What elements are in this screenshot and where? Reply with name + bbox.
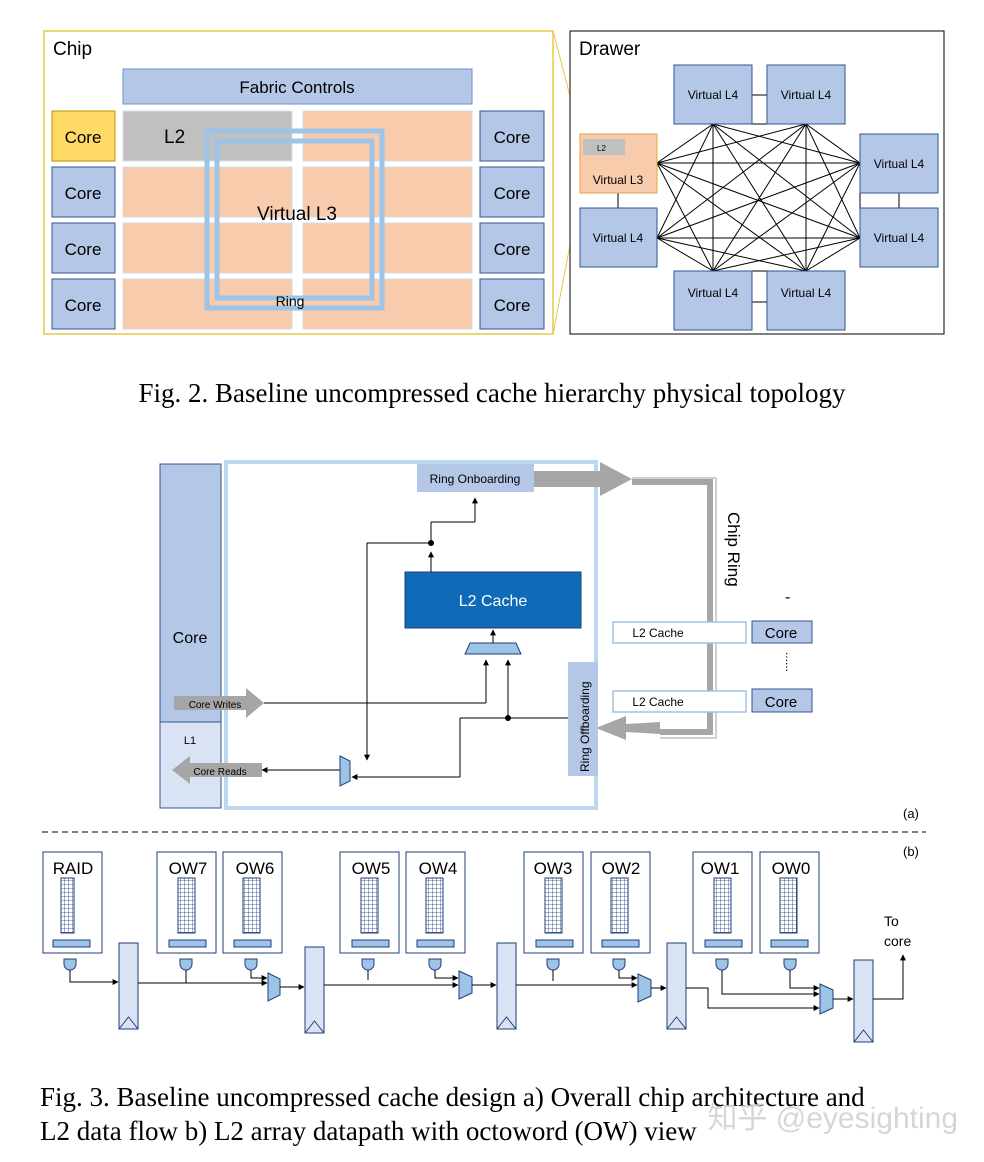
l4-label: Virtual L4 [781,286,832,300]
fabric-controls-label: Fabric Controls [239,78,354,97]
ring-offboarding-label: Ring Offboarding [578,681,592,772]
ow5-label: OW5 [352,859,391,878]
l4-label: Virtual L4 [688,88,739,102]
array-ow3: OW3 [523,851,584,954]
l4-node-left: Virtual L4 [579,207,658,268]
core-left-2: Core [51,166,116,218]
l4-label: Virtual L4 [781,88,832,102]
l4-label: Virtual L4 [593,231,644,245]
l4-node-right-top: Virtual L4 [859,133,939,194]
muxes [267,970,834,1015]
ow2-label: OW2 [602,859,641,878]
raid-label: RAID [53,859,94,878]
ring-onboarding-label: Ring Onboarding [430,472,521,486]
array-ow4: OW4 [405,851,466,954]
core-label: Core [65,240,102,259]
core-reads-label: Core Reads [193,767,246,778]
fig3a: Core L1 Ring Onboarding Chip Ring Ring O… [159,460,919,821]
ring-label: Ring [276,293,305,309]
panel-a-label: (a) [903,806,919,821]
virtual-l3-label: Virtual L3 [257,204,337,225]
watermark: 知乎 @eyesighting [707,1102,958,1135]
panel-b-label: (b) [903,844,919,859]
chip-ring-arrow [534,462,717,740]
chip-label: Chip [53,39,92,60]
drawer-mesh [617,94,900,303]
core-left-1: Core [51,110,116,162]
l3-node: L2 Virtual L3 [579,133,658,194]
chip-panel: Chip Fabric Controls L2 Virtual L3 Ring … [43,30,554,335]
array-ow0: OW0 [759,851,820,954]
l2-label: L2 [164,127,185,148]
sense-gates [63,958,797,971]
ext-l2-label-1: L2 Cache [632,626,684,640]
ow3-label: OW3 [534,859,573,878]
fig3-caption-line2: L2 data flow b) L2 array datapath with o… [40,1116,697,1146]
ext-core-label-2: Core [765,694,798,711]
array-ow5: OW5 [339,851,400,954]
core-right-4: Core [479,278,545,330]
dash-mark: - [785,589,790,606]
l2-cache-label: L2 Cache [459,593,528,610]
to-label: To [884,913,899,929]
l4-node-top-right: Virtual L4 [766,64,846,125]
core-writes-label: Core Writes [189,700,242,711]
fig2-caption: Fig. 2. Baseline uncompressed cache hier… [138,378,846,408]
chip-ring-label: Chip Ring [724,512,743,587]
ow7-label: OW7 [169,859,208,878]
ow4-label: OW4 [419,859,458,878]
array-ow2: OW2 [590,851,651,954]
core-label: Core [494,240,531,259]
fig3-caption-line1: Fig. 3. Baseline uncompressed cache desi… [40,1082,865,1112]
core-out-label: core [884,933,911,949]
l4-label: Virtual L4 [688,286,739,300]
core-label: Core [494,184,531,203]
l4-label: Virtual L4 [874,231,925,245]
latches [118,942,874,1043]
l4-label: Virtual L4 [874,157,925,171]
drawer-panel: Drawer [569,30,945,335]
core-label: Core [65,184,102,203]
ow6-label: OW6 [236,859,275,878]
drawer-label: Drawer [579,39,641,60]
l4-node-right-bottom: Virtual L4 [859,207,939,268]
core-right-3: Core [479,222,545,274]
l4-node-bottom-left: Virtual L4 [673,270,753,331]
core-column-label: Core [173,630,208,647]
l4-node-top-left: Virtual L4 [673,64,753,125]
array-ow1: OW1 [692,851,753,954]
ellipsis: ...... [783,652,797,672]
ext-l2-label-2: L2 Cache [632,695,684,709]
array-raid: RAID [42,851,103,954]
ring-path [204,128,385,311]
core-left-3: Core [51,222,116,274]
core-right-2: Core [479,166,545,218]
core-label: Core [65,128,102,147]
l4-node-bottom-right: Virtual L4 [766,270,846,331]
core-left-4: Core [51,278,116,330]
ext-core-label-1: Core [765,625,798,642]
array-ow7: OW7 [156,851,217,954]
core-label: Core [494,296,531,315]
drawer-l3-label: Virtual L3 [593,173,644,187]
ow0-label: OW0 [772,859,811,878]
drawer-l2-label: L2 [597,144,606,153]
ow1-label: OW1 [701,859,740,878]
array-ow6: OW6 [222,851,283,954]
l1-label: L1 [184,735,196,747]
core-label: Core [494,128,531,147]
core-right-1: Core [479,110,545,162]
fig3b: (b) RAID OW7 OW6 OW5 OW4 OW3 OW2 OW1 OW0 [42,844,919,1043]
core-label: Core [65,296,102,315]
